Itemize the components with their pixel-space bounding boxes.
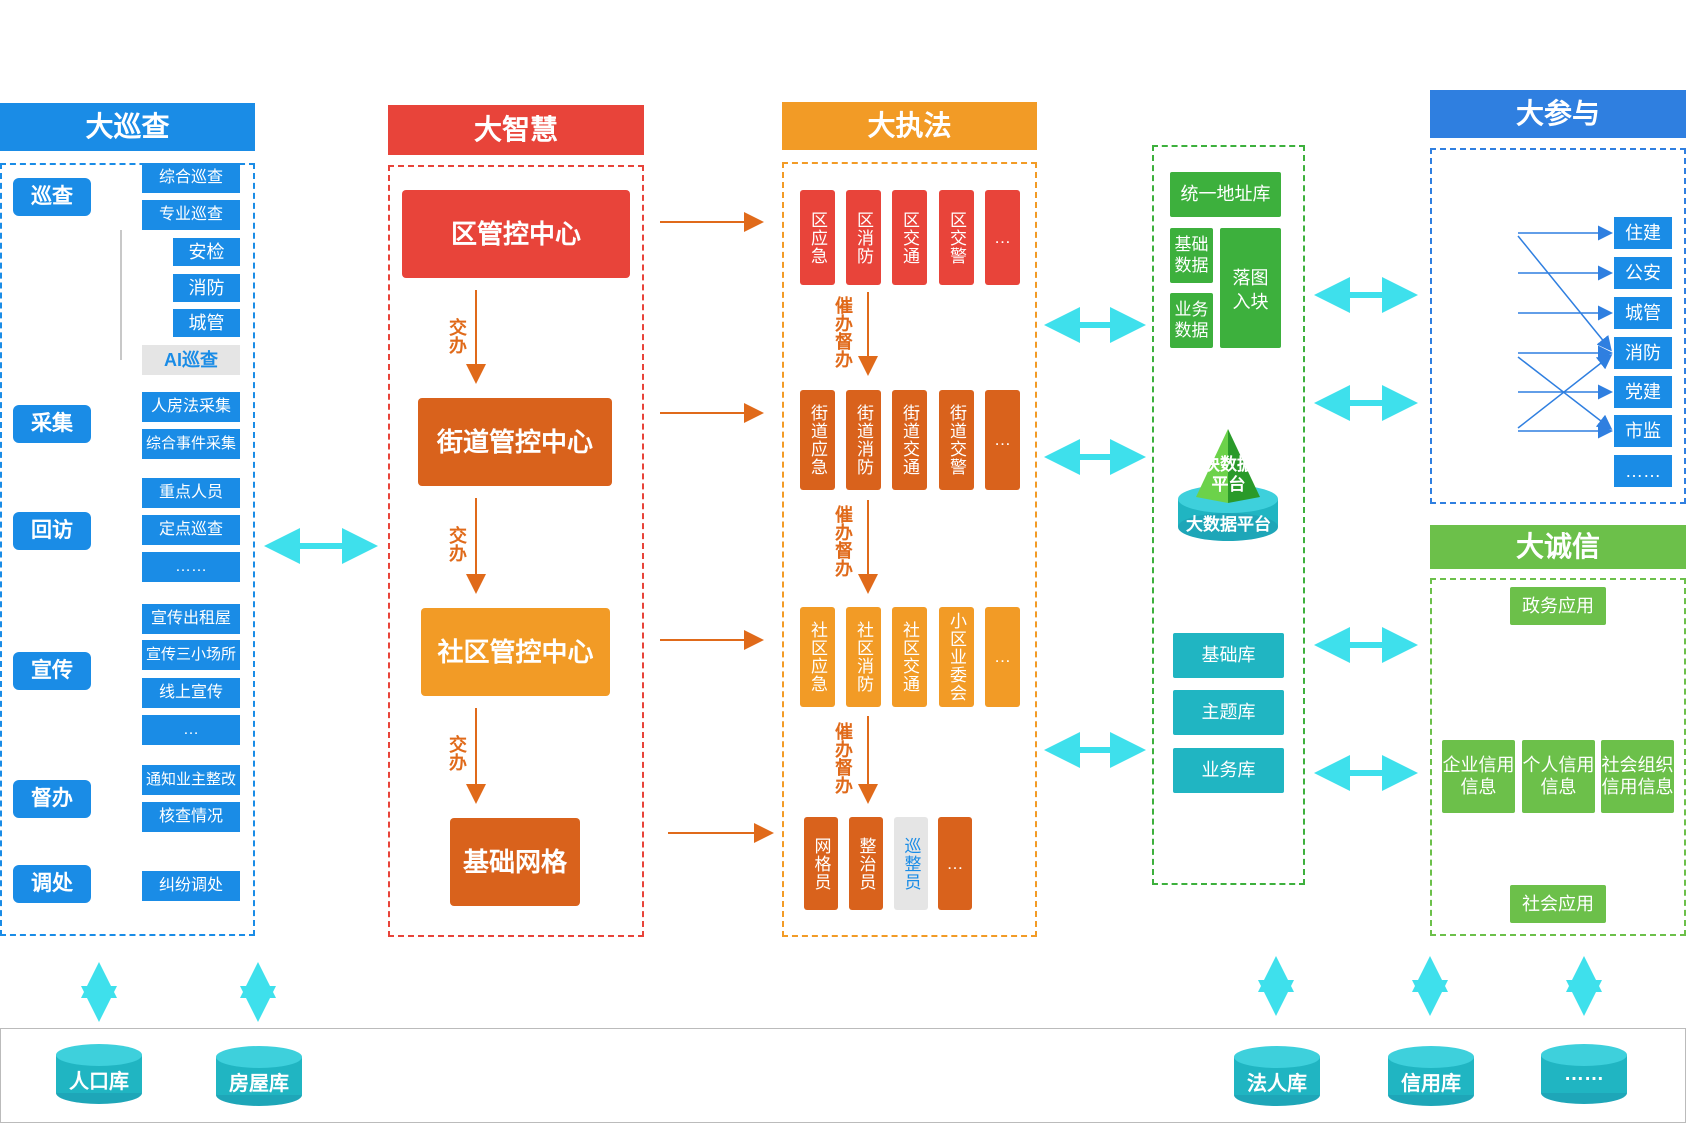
urge-label-2: 催办督办	[833, 505, 853, 577]
header-credit: 大诚信	[1430, 525, 1686, 569]
db-fangwu[interactable]: 房屋库	[215, 1045, 303, 1107]
category-caiji[interactable]: 采集	[13, 405, 91, 443]
item-xuanchuan-more[interactable]: …	[142, 715, 240, 745]
credit-frame	[1430, 578, 1686, 936]
center-jiedao[interactable]: 街道管控中心	[418, 398, 612, 486]
lib-topic[interactable]: 主题库	[1173, 690, 1284, 735]
credit-personal[interactable]: 个人信用信息	[1522, 740, 1595, 813]
law-jiedao-yingji[interactable]: 街道应急	[800, 390, 835, 490]
item-tongzhi-zhenggai[interactable]: 通知业主整改	[142, 765, 240, 795]
law-shequ-jiaotong[interactable]: 社区交通	[892, 607, 927, 707]
handoff-label-3: 交办	[447, 735, 467, 771]
target-dangjian[interactable]: 党建	[1614, 376, 1672, 408]
urge-label-1: 催办督办	[833, 296, 853, 368]
handoff-label-1: 交办	[447, 318, 467, 354]
center-shequ[interactable]: 社区管控中心	[421, 608, 610, 696]
item-anjian[interactable]: 安检	[173, 238, 240, 266]
base-data[interactable]: 基础数据	[1170, 228, 1213, 283]
category-tiaochu[interactable]: 调处	[13, 865, 91, 903]
law-qu-yingji[interactable]: 区应急	[800, 190, 835, 285]
item-zonghe-xuncha[interactable]: 综合巡查	[142, 163, 240, 193]
target-more[interactable]: ……	[1614, 455, 1672, 487]
target-xiaofang[interactable]: 消防	[1614, 337, 1672, 369]
lib-base[interactable]: 基础库	[1173, 633, 1284, 678]
landing-block[interactable]: 落图入块	[1220, 228, 1281, 348]
law-shequ-yingji[interactable]: 社区应急	[800, 607, 835, 707]
unified-address-db[interactable]: 统一地址库	[1170, 172, 1281, 217]
item-hecha-qingkuang[interactable]: 核查情况	[142, 802, 240, 832]
item-xuanchuan-chuzuwu[interactable]: 宣传出租屋	[142, 604, 240, 634]
center-qu[interactable]: 区管控中心	[402, 190, 630, 278]
law-jiedao-more[interactable]: …	[985, 390, 1020, 490]
biz-data[interactable]: 业务数据	[1170, 293, 1213, 348]
db-more-label: ……	[1564, 1063, 1604, 1085]
social-application[interactable]: 社会应用	[1510, 885, 1606, 923]
header-participate: 大参与	[1430, 90, 1686, 138]
item-xiaofang[interactable]: 消防	[173, 274, 240, 302]
center-wangge[interactable]: 基础网格	[450, 818, 580, 906]
db-fangwu-label: 房屋库	[229, 1073, 289, 1095]
category-xuanchuan[interactable]: 宣传	[13, 652, 91, 690]
target-chengguan[interactable]: 城管	[1614, 297, 1672, 329]
db-xinyong[interactable]: 信用库	[1387, 1045, 1475, 1107]
target-gongan[interactable]: 公安	[1614, 257, 1672, 289]
item-zonghe-shijian[interactable]: 综合事件采集	[142, 429, 240, 459]
header-patrol: 大巡查	[0, 103, 255, 151]
law-jiedao-jiaojing[interactable]: 街道交警	[939, 390, 974, 490]
item-zhongdian-renyuan[interactable]: 重点人员	[142, 478, 240, 508]
item-xuanchuan-sanxiao[interactable]: 宣传三小场所	[142, 640, 240, 670]
law-jiedao-jiaotong[interactable]: 街道交通	[892, 390, 927, 490]
law-qu-jiaojing[interactable]: 区交警	[939, 190, 974, 285]
urge-label-3: 催办督办	[833, 722, 853, 794]
item-chengguan[interactable]: 城管	[173, 309, 240, 337]
law-qu-xiaofang[interactable]: 区消防	[846, 190, 881, 285]
law-frame	[782, 162, 1037, 937]
law-xiaoqu-yeweihui[interactable]: 小区业委会	[939, 607, 974, 707]
item-jiufen-tiaochu[interactable]: 纠纷调处	[142, 871, 240, 901]
law-xunzhengyuan[interactable]: 巡整员	[894, 817, 928, 910]
platform-label: 大数据平台	[1186, 515, 1271, 534]
category-duban[interactable]: 督办	[13, 780, 91, 818]
item-zhuanye-xuncha[interactable]: 专业巡查	[142, 200, 240, 230]
lib-business[interactable]: 业务库	[1173, 748, 1284, 793]
participate-frame	[1430, 148, 1686, 504]
header-law: 大执法	[782, 102, 1037, 150]
category-xuncha[interactable]: 巡查	[13, 178, 91, 216]
db-renkou[interactable]: 人口库	[55, 1043, 143, 1105]
patrol-frame	[0, 163, 255, 936]
db-xinyong-label: 信用库	[1401, 1073, 1461, 1095]
tree-line	[120, 230, 122, 360]
item-ai-xuncha[interactable]: AI巡查	[142, 345, 240, 375]
target-zhujian[interactable]: 住建	[1614, 217, 1672, 249]
item-dingdian-xuncha[interactable]: 定点巡查	[142, 515, 240, 545]
wisdom-frame	[388, 165, 644, 937]
header-wisdom: 大智慧	[388, 105, 644, 155]
law-row4-more[interactable]: …	[938, 817, 972, 910]
credit-enterprise[interactable]: 企业信用信息	[1442, 740, 1515, 813]
item-renfangfa[interactable]: 人房法采集	[142, 392, 240, 422]
data-frame	[1152, 145, 1305, 885]
law-shequ-xiaofang[interactable]: 社区消防	[846, 607, 881, 707]
big-data-platform[interactable]	[1176, 427, 1281, 545]
gov-application[interactable]: 政务应用	[1510, 587, 1606, 625]
law-qu-more[interactable]: …	[985, 190, 1020, 285]
credit-social-org[interactable]: 社会组织信用信息	[1601, 740, 1674, 813]
law-shequ-more[interactable]: …	[985, 607, 1020, 707]
db-renkou-label: 人口库	[69, 1071, 129, 1093]
item-huifang-more[interactable]: ……	[142, 552, 240, 582]
target-shijian[interactable]: 市监	[1614, 415, 1672, 447]
db-faren[interactable]: 法人库	[1233, 1045, 1321, 1107]
item-xianshang-xuanchuan[interactable]: 线上宣传	[142, 678, 240, 708]
category-huifang[interactable]: 回访	[13, 512, 91, 550]
law-zhengzhiyuan[interactable]: 整治员	[849, 817, 883, 910]
law-jiedao-xiaofang[interactable]: 街道消防	[846, 390, 881, 490]
pyramid-label: 块数据平台	[1203, 455, 1254, 494]
handoff-label-2: 交办	[447, 526, 467, 562]
db-more[interactable]: ……	[1540, 1043, 1628, 1105]
db-faren-label: 法人库	[1247, 1073, 1307, 1095]
law-qu-jiaotong[interactable]: 区交通	[892, 190, 927, 285]
law-wanggeyuan[interactable]: 网格员	[804, 817, 838, 910]
